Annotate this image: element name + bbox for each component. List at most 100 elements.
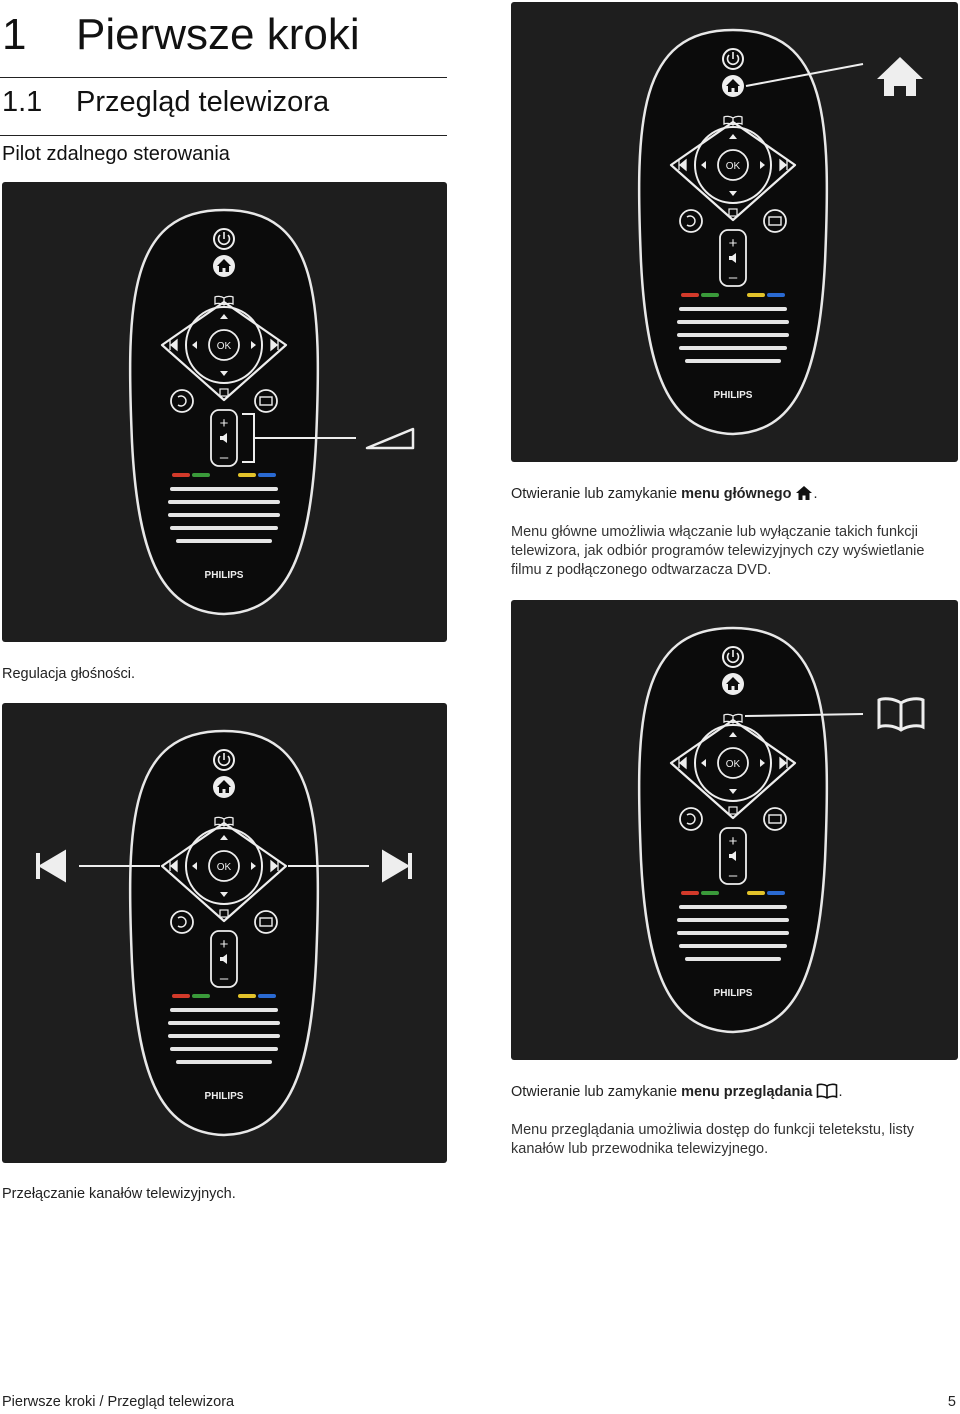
ok-button	[717, 149, 749, 181]
home-callout-line	[745, 63, 864, 87]
remote-illustration: OK+–PHILIPS	[637, 28, 923, 436]
right-arrow-icon	[251, 862, 256, 870]
footer-breadcrumb: Pierwsze kroki / Przegląd telewizora	[2, 1394, 235, 1410]
green-key	[192, 994, 210, 998]
nav-ring	[185, 827, 263, 905]
previous-icon	[678, 756, 687, 770]
remote-body-group: OK+–PHILIPS	[128, 208, 415, 616]
nav-ring	[694, 724, 772, 802]
keypad-row-2	[677, 918, 789, 922]
yellow-key	[238, 473, 256, 477]
adjust-button	[254, 389, 278, 413]
adjust-button	[763, 209, 787, 233]
remote-illustration: OK+–PHILIPS	[128, 208, 415, 616]
volume-plus-label: +	[220, 936, 229, 953]
keypad-row-5	[176, 539, 272, 543]
ok-label: OK	[726, 759, 741, 770]
volume-plus-label: +	[729, 833, 738, 850]
home-icon	[726, 677, 740, 690]
next-icon	[270, 338, 279, 352]
volume-minus-label: –	[220, 970, 229, 987]
power-icon	[726, 52, 740, 66]
options-icon	[728, 208, 738, 217]
back-button	[679, 209, 703, 233]
adjust-icon	[259, 396, 273, 406]
right-arrow-icon	[760, 161, 765, 169]
yellow-key	[747, 891, 765, 895]
options-icon	[219, 909, 229, 918]
nav-ring	[185, 306, 263, 384]
green-key	[701, 293, 719, 297]
home-icon	[726, 79, 740, 92]
blue-key	[258, 473, 276, 477]
home-icon	[795, 485, 813, 507]
volume-minus-label: –	[220, 449, 229, 466]
home-callout-icon	[877, 57, 923, 96]
browse-paragraph: Menu przeglądania umożliwia dostęp do fu…	[511, 1122, 914, 1157]
volume-minus-label: –	[729, 867, 738, 884]
next-icon	[270, 859, 279, 873]
browse-caption-bold: menu przeglądania	[681, 1084, 813, 1100]
right-arrow-icon	[251, 341, 256, 349]
down-arrow-icon	[220, 892, 228, 897]
red-key	[681, 891, 699, 895]
keypad-row-4	[679, 346, 787, 350]
left-arrow-icon	[701, 161, 706, 169]
keypad-row-4	[170, 1047, 278, 1051]
left-arrow-icon	[701, 759, 706, 767]
browse-caption: Otwieranie lub zamykanie menu przeglądan…	[511, 1083, 842, 1105]
left-arrow-icon	[192, 341, 197, 349]
nav-diamond	[160, 821, 288, 923]
home-caption-suffix: .	[813, 486, 818, 502]
mute-icon	[729, 851, 736, 861]
down-arrow-icon	[220, 371, 228, 376]
remote-body-group: OK + – PHILIPS	[637, 626, 925, 1034]
brand-label: PHILIPS	[714, 988, 753, 999]
chapter-number: 1	[2, 10, 27, 59]
volume-minus-label: –	[729, 269, 738, 286]
green-key	[192, 473, 210, 477]
blue-key	[767, 293, 785, 297]
ok-label: OK	[217, 862, 232, 873]
home-paragraph: Menu główne umożliwia włączanie lub wyłą…	[511, 524, 925, 578]
volume-rocker	[719, 229, 747, 287]
keypad-row-1	[170, 1008, 278, 1012]
remote-panel-browse: OK + – PHILIPS	[511, 600, 958, 1060]
channel-previous-callout-icon	[36, 849, 66, 883]
volume-rocker	[719, 827, 747, 885]
brand-label: PHILIPS	[205, 1091, 244, 1102]
volume-rocker	[210, 409, 238, 467]
back-button	[170, 910, 194, 934]
home-caption-prefix: Otwieranie lub zamykanie	[511, 486, 682, 502]
keypad-row-1	[679, 905, 787, 909]
down-arrow-icon	[729, 789, 737, 794]
keypad-row-1	[679, 307, 787, 311]
nav-diamond	[160, 300, 288, 402]
remote-body-group: OK + – PHILIPS	[36, 729, 412, 1137]
browse-callout-icon	[877, 697, 925, 732]
volume-plus-label: +	[220, 415, 229, 432]
power-icon	[217, 753, 231, 767]
adjust-button	[254, 910, 278, 934]
power-icon	[217, 232, 231, 246]
ok-button	[208, 329, 240, 361]
keypad-row-4	[170, 526, 278, 530]
nav-diamond	[669, 718, 797, 820]
mute-icon	[729, 253, 736, 263]
blue-key	[767, 891, 785, 895]
back-icon	[686, 813, 696, 825]
remote-illustration: OK + – PHILIPS	[36, 729, 412, 1137]
next-icon	[779, 158, 788, 172]
power-icon	[726, 650, 740, 664]
next-icon	[779, 756, 788, 770]
brand-label: PHILIPS	[205, 570, 244, 581]
browse-caption-suffix: .	[838, 1084, 843, 1100]
keypad-row-4	[679, 944, 787, 948]
browse-callout-line	[744, 713, 864, 717]
keypad-row-3	[168, 513, 280, 517]
heading-rule	[0, 77, 447, 78]
volume-plus-label: +	[729, 235, 738, 252]
red-key	[172, 473, 190, 477]
keypad-row-2	[168, 1021, 280, 1025]
